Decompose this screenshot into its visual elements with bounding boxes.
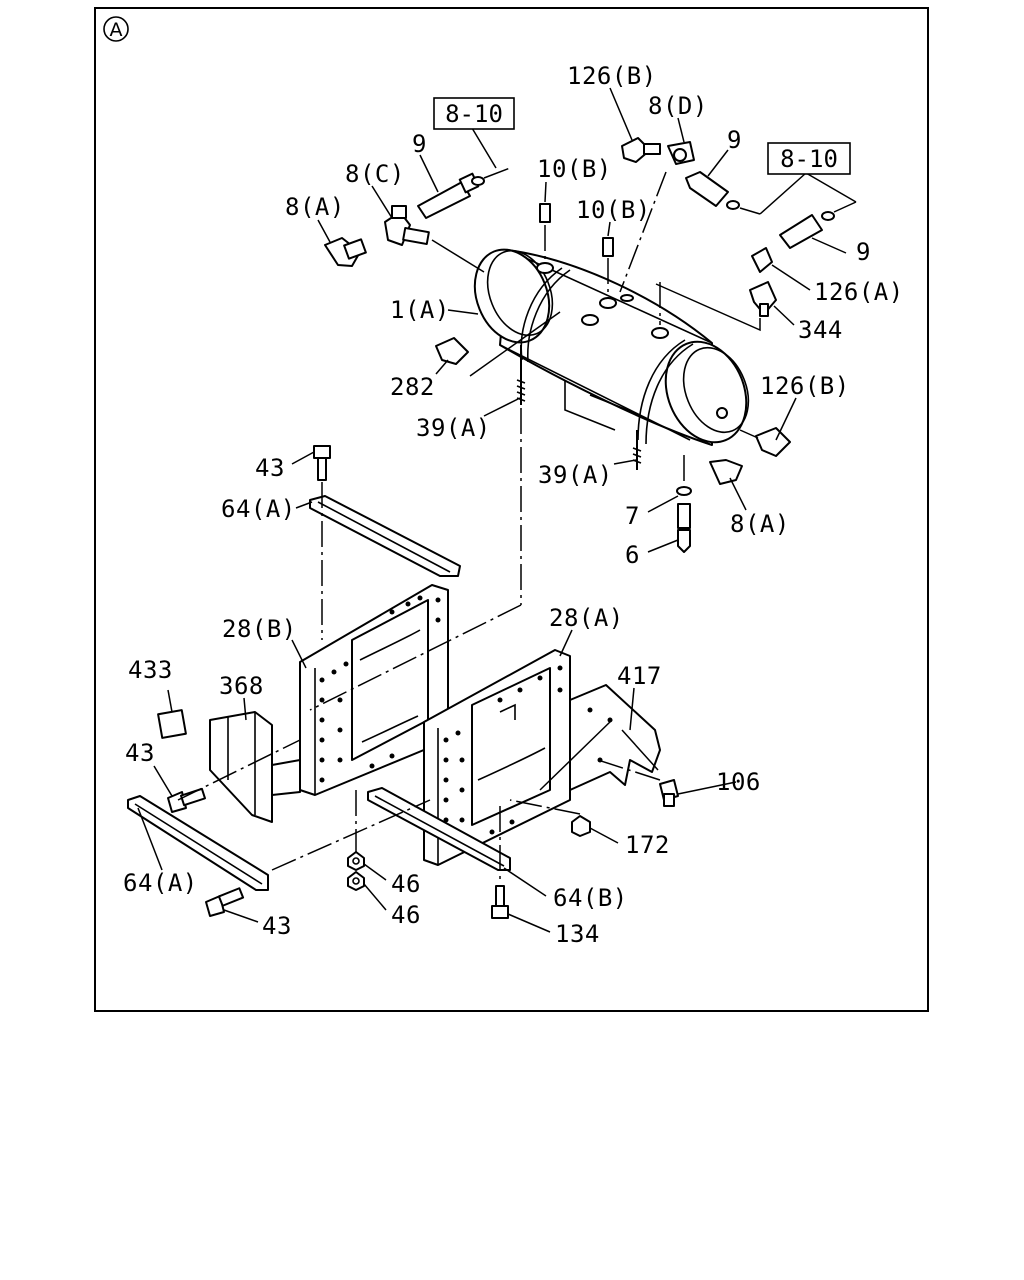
plate-417 <box>499 684 661 791</box>
u-bolt-left <box>516 345 526 405</box>
bracket-28a <box>423 649 571 866</box>
callout-9-top-left: 9 <box>412 130 427 158</box>
u-bolt-right <box>632 430 642 470</box>
callout-labels: 126(B) 8(D) 9 9 8(C) 8(A) 10(B) 10(B) 9 … <box>123 62 904 948</box>
callout-172: 172 <box>625 831 670 859</box>
label-433 <box>157 709 187 739</box>
svg-text:A: A <box>110 19 123 41</box>
callout-43-mid: 43 <box>125 739 155 767</box>
valve-9-top-right <box>685 171 740 210</box>
diagram-frame <box>94 7 929 1012</box>
connector-8d <box>667 141 695 165</box>
elbow-8a-right <box>709 459 743 485</box>
member-368 <box>209 711 301 823</box>
callout-28a: 28(A) <box>549 604 624 632</box>
callout-8d: 8(D) <box>648 92 708 120</box>
tee-8c <box>384 205 430 246</box>
callout-344: 344 <box>798 316 843 344</box>
drain-cock-b <box>602 237 614 298</box>
callout-43-bottom: 43 <box>262 912 292 940</box>
elbow-126b-right <box>755 427 791 457</box>
view-marker: A <box>103 16 129 42</box>
support-64a-top <box>309 495 461 577</box>
callout-282: 282 <box>390 373 435 401</box>
drain-valve-6 <box>677 503 691 553</box>
callout-10b-a: 10(B) <box>537 155 612 183</box>
nut-46-a <box>347 851 365 871</box>
callout-106: 106 <box>716 768 761 796</box>
callout-8c: 8(C) <box>345 160 405 188</box>
svg-text:8-10: 8-10 <box>445 100 503 128</box>
callout-7: 7 <box>625 502 640 530</box>
callout-43-top: 43 <box>255 454 285 482</box>
callout-39a-right: 39(A) <box>538 461 613 489</box>
callout-9-top-right: 9 <box>727 126 742 154</box>
washer-7 <box>676 486 692 496</box>
callout-433: 433 <box>128 656 173 684</box>
bolt-106 <box>659 779 679 807</box>
callout-39a-left: 39(A) <box>416 414 491 442</box>
callout-64a-bottom: 64(A) <box>123 869 198 897</box>
fitting-282 <box>435 337 469 365</box>
elbow-126b-top <box>621 137 661 163</box>
callout-1a: 1(A) <box>390 296 450 324</box>
callout-64a-top: 64(A) <box>221 495 296 523</box>
callout-126b-right: 126(B) <box>760 372 850 400</box>
tee-344 <box>749 281 777 317</box>
center-lines <box>177 171 667 884</box>
callout-134: 134 <box>555 920 600 948</box>
svg-text:8-10: 8-10 <box>780 145 838 173</box>
callout-9-right: 9 <box>856 238 871 266</box>
callout-46-b: 46 <box>391 901 421 929</box>
bolt-43-top <box>313 445 331 481</box>
valve-9-right <box>779 211 835 249</box>
valve-9-top-left <box>417 172 485 219</box>
support-64a-bottom <box>127 795 269 891</box>
elbow-8a-left <box>324 237 367 267</box>
callout-8a-left: 8(A) <box>285 193 345 221</box>
callout-8a-right: 8(A) <box>730 510 790 538</box>
callout-126b-top: 126(B) <box>567 62 657 90</box>
leader-lines <box>137 87 857 933</box>
reference-box-left: 8-10 <box>433 97 515 130</box>
air-tank <box>473 248 750 446</box>
callout-126a: 126(A) <box>814 278 904 306</box>
callout-6: 6 <box>625 541 640 569</box>
elbow-126a <box>751 247 773 273</box>
drain-cock-a <box>539 203 551 262</box>
callout-10b-b: 10(B) <box>576 196 651 224</box>
callout-368: 368 <box>219 672 264 700</box>
bolt-43-bottom <box>205 887 245 917</box>
callout-28b: 28(B) <box>222 615 297 643</box>
callout-46-a: 46 <box>391 870 421 898</box>
bolt-43-mid <box>167 787 207 813</box>
callout-417: 417 <box>617 662 662 690</box>
reference-box-right: 8-10 <box>767 142 851 175</box>
callout-64b: 64(B) <box>553 884 628 912</box>
nut-172 <box>571 815 591 837</box>
bolt-134 <box>491 885 509 919</box>
support-64b <box>367 787 511 871</box>
nut-46-b <box>347 871 365 891</box>
